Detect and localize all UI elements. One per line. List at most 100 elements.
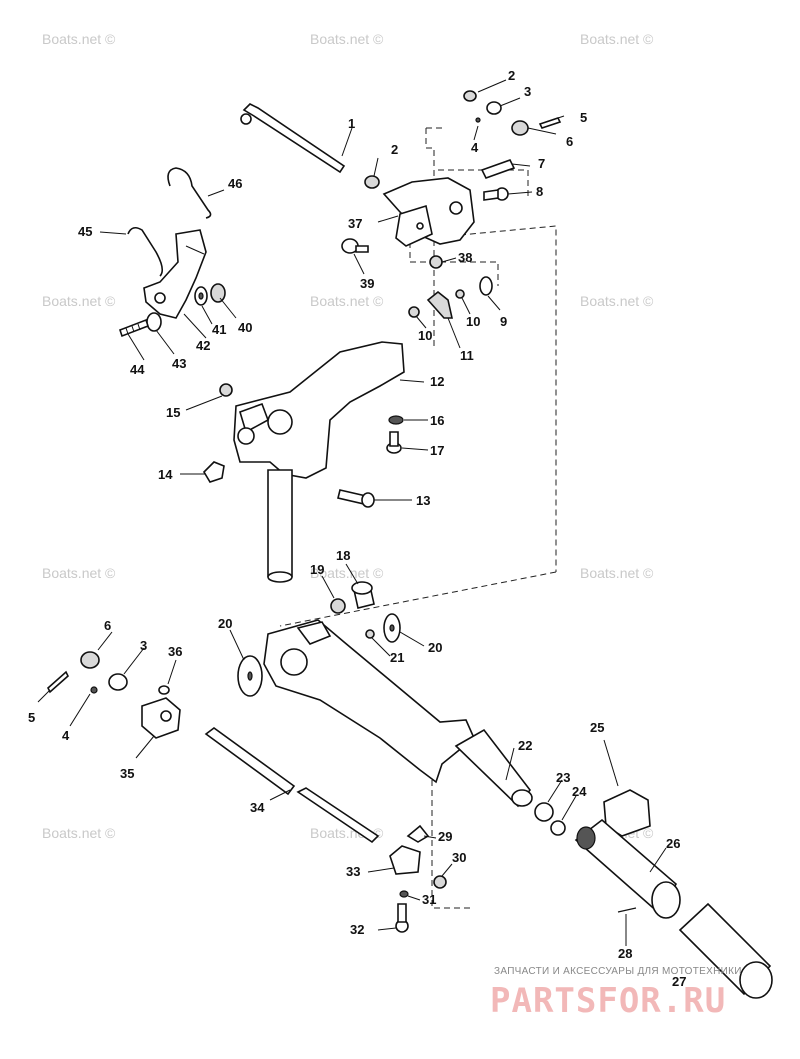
brand-tagline: ЗАПЧАСТИ И АКСЕССУАРЫ ДЛЯ МОТОТЕХНИКИ [494,966,742,977]
callout-27: 27 [672,974,686,989]
callout-28: 28 [618,946,632,961]
callout-24: 24 [572,784,587,799]
part-6-nut-upper [511,120,529,136]
callout-34: 34 [250,800,265,815]
callout-33: 33 [346,864,360,879]
callout-5: 5 [580,110,587,125]
brand-logo-text: PARTSFOR.RU [490,981,726,1021]
part-20-washer-right [383,613,401,643]
callout-36: 36 [168,644,182,659]
callout-39: 39 [360,276,374,291]
part-22-throttle-shaft [454,728,533,808]
brand-watermark: ЗАПЧАСТИ И АКСЕССУАРЫ ДЛЯ МОТОТЕХНИКИ PA… [490,966,742,1021]
part-30-nut [433,875,447,889]
callout-2: 2 [508,68,515,83]
watermark-text: Boats.net © [580,565,654,581]
part-2-nut-upper [463,90,477,102]
part-20-washer-left [237,655,263,697]
part-16-washer [388,415,404,425]
callout-1: 1 [348,116,355,131]
callout-25: 25 [590,720,604,735]
part-21-nut [365,629,375,639]
callout-46: 46 [228,176,242,191]
part-15-nut [219,383,233,397]
callout-26: 26 [666,836,680,851]
callout-35: 35 [120,766,134,781]
callout-9: 9 [500,314,507,329]
part-6-nut-left [80,651,100,669]
callout-32: 32 [350,922,364,937]
callout-11: 11 [460,348,474,363]
watermark-text: Boats.net © [42,31,116,47]
callout-37: 37 [348,216,362,231]
callout-40: 40 [238,320,252,335]
part-10-nut-right [455,289,465,299]
part-42-bracket [143,229,207,319]
part-14-knob [202,461,225,483]
part-5-pin-left [47,670,69,694]
part-27-handle-grip [678,902,773,999]
callout-44: 44 [130,362,145,377]
part-29-cam [406,824,430,843]
callout-42: 42 [196,338,210,353]
callout-23: 23 [556,770,570,785]
watermark-text: Boats.net © [580,31,654,47]
callout-4: 4 [471,140,479,155]
callout-10: 10 [418,328,432,343]
tiller-handle-housing [263,619,475,784]
part-43-washer [146,312,162,332]
callout-6: 6 [104,618,111,633]
part-9-ring [479,276,493,296]
watermark-text: Boats.net © [580,293,654,309]
callout-7: 7 [538,156,545,171]
part-26-grip-tube [574,818,681,919]
part-11-lever [426,290,453,319]
part-41-washer [194,286,208,306]
part-46-wire-clip [167,167,212,219]
part-24-ring [550,820,566,836]
part-13-bolt [337,489,375,508]
part-5-pin-upper [538,117,562,129]
watermark-text: Boats.net © [42,565,116,581]
callout-2: 2 [391,142,398,157]
callout-8: 8 [536,184,543,199]
callout-12: 12 [430,374,444,389]
callout-30: 30 [452,850,466,865]
callout-14: 14 [158,467,173,482]
part-39-screw [341,238,369,254]
part-2-nut [364,175,380,189]
callout-4: 4 [62,728,70,743]
leader-lines [37,79,667,946]
callout-15: 15 [166,405,180,420]
part-37-cam-assembly [382,177,475,247]
callout-41: 41 [212,322,226,337]
callout-13: 13 [416,493,430,508]
part-32-screw [395,903,409,933]
part-4-pin-upper [475,117,481,123]
part-44-spring [118,318,150,338]
part-34-shaft [204,727,380,844]
callout-22: 22 [518,738,532,753]
callout-6: 6 [566,134,573,149]
callout-19: 19 [310,562,324,577]
callout-17: 17 [430,443,444,458]
callout-5: 5 [28,710,35,725]
callout-10: 10 [466,314,480,329]
part-3-bushing-upper [486,101,502,115]
callout-29: 29 [438,829,452,844]
watermark-text: Boats.net © [310,31,384,47]
part-1-link-rod [240,103,346,174]
watermark-text: Boats.net © [310,293,384,309]
part-8-screw [483,187,509,201]
callout-20: 20 [218,616,232,631]
callout-3: 3 [140,638,147,653]
callout-43: 43 [172,356,186,371]
part-3-bushing-left [108,673,128,691]
part-40-nut [210,283,226,303]
part-19-nut [330,598,346,614]
part-23-ring [534,802,554,822]
part-35-block [141,697,181,739]
part-7-pin [480,159,516,179]
callout-3: 3 [524,84,531,99]
part-12-swivel-bracket [233,341,405,583]
